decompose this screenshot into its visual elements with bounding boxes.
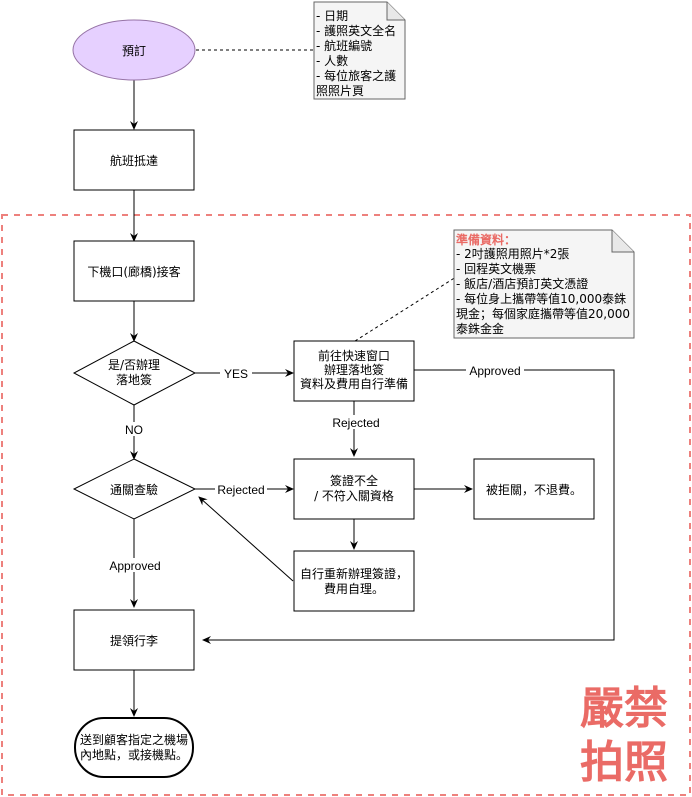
node-reapply-line-1: 費用自理。 bbox=[324, 581, 384, 596]
note-booking-line-1: - 護照英文全名 bbox=[316, 23, 396, 38]
node-drop-off-line-0: 送到顧客指定之機場 bbox=[80, 732, 188, 747]
node-visa-incomplete-line-1: / 不符入關資格 bbox=[314, 488, 394, 503]
node-drop-off[interactable]: 送到顧客指定之機場 內地點，或接機點。 bbox=[74, 717, 194, 778]
note-prepare-line-0: - 2吋護照用照片*2張 bbox=[456, 246, 569, 261]
edge-label-no: NO bbox=[125, 423, 143, 437]
note-prepare-docs-title: 準備資料： bbox=[456, 232, 516, 247]
note-booking-info: - 日期 - 護照英文全名 - 航班編號 - 人數 - 每位旅客之護 照照片頁 bbox=[313, 1, 406, 100]
note-prepare-docs: 準備資料： - 2吋護照用照片*2張 - 回程英文機票 - 飯店/酒店預訂英文憑… bbox=[453, 229, 635, 339]
edge-label-approved-customs: Approved bbox=[109, 559, 160, 573]
note-prepare-line-4: 現金；每個家庭攜帶等值20,000 bbox=[456, 306, 630, 321]
edge-reapply-to-customs bbox=[198, 496, 294, 582]
node-reapply-line-0: 自行重新辦理簽證， bbox=[300, 566, 408, 581]
node-booking[interactable]: 預訂 bbox=[72, 19, 196, 81]
note-prepare-line-1: - 回程英文機票 bbox=[456, 261, 536, 276]
note-booking-line-2: - 航班編號 bbox=[316, 38, 372, 53]
edge-labels: YES NO Approved Rejected Rejected Approv… bbox=[106, 363, 524, 573]
note-prepare-line-2: - 飯店/酒店預訂英文憑證 bbox=[456, 276, 588, 291]
node-reapply-visa[interactable]: 自行重新辦理簽證， 費用自理。 bbox=[293, 550, 415, 612]
node-visa-decision-line-0: 是/否辦理 bbox=[108, 358, 160, 372]
note-booking-line-5: 照照片頁 bbox=[316, 84, 364, 98]
node-denied-entry-label: 被拒關，不退費。 bbox=[486, 482, 582, 497]
node-denied-entry[interactable]: 被拒關，不退費。 bbox=[473, 458, 595, 520]
node-flight-arrival[interactable]: 航班抵達 bbox=[73, 129, 195, 191]
note-prepare-line-5: 泰銖金金 bbox=[456, 321, 504, 336]
node-visa-decision[interactable]: 是/否辦理 落地簽 bbox=[72, 340, 197, 406]
node-customs-check[interactable]: 通關查驗 bbox=[72, 458, 197, 520]
node-fast-lane-line-0: 前往快速窗口 bbox=[318, 348, 390, 363]
node-visa-incomplete-line-0: 簽證不全 bbox=[330, 473, 378, 488]
watermark-line-0: 嚴禁 bbox=[580, 683, 668, 734]
node-gate-pickup[interactable]: 下機口(廊橋)接客 bbox=[73, 240, 195, 302]
node-flight-arrival-label: 航班抵達 bbox=[110, 153, 158, 168]
edge-label-rejected-customs: Rejected bbox=[217, 483, 264, 497]
note-booking-line-0: - 日期 bbox=[316, 9, 348, 23]
edge-label-rejected-fastlane: Rejected bbox=[332, 416, 379, 430]
node-baggage-claim-label: 提領行李 bbox=[110, 633, 158, 648]
edge-label-approved-fastlane: Approved bbox=[469, 364, 520, 378]
node-drop-off-line-1: 內地點，或接機點。 bbox=[80, 747, 188, 762]
node-fast-lane[interactable]: 前往快速窗口 辦理落地簽 資料及費用自行準備 bbox=[293, 340, 415, 402]
note-booking-line-3: - 人數 bbox=[316, 54, 348, 68]
note-booking-line-4: - 每位旅客之護 bbox=[316, 68, 396, 83]
node-visa-incomplete[interactable]: 簽證不全 / 不符入關資格 bbox=[293, 458, 415, 520]
node-visa-decision-line-1: 落地簽 bbox=[116, 373, 152, 387]
watermark-line-1: 拍照 bbox=[580, 737, 668, 788]
node-gate-pickup-label: 下機口(廊橋)接客 bbox=[87, 264, 180, 279]
restricted-area-region bbox=[1, 214, 691, 796]
edge-note-to-fastlane bbox=[354, 276, 457, 342]
edge-label-yes: YES bbox=[224, 367, 248, 381]
node-fast-lane-line-1: 辦理落地簽 bbox=[324, 363, 384, 377]
node-fast-lane-line-2: 資料及費用自行準備 bbox=[300, 376, 408, 391]
node-baggage-claim[interactable]: 提領行李 bbox=[73, 609, 195, 671]
no-photography-watermark: 嚴禁 拍照 bbox=[580, 683, 668, 788]
node-booking-label: 預訂 bbox=[122, 43, 146, 58]
note-prepare-line-3: - 每位身上攜帶等值10,000泰銖 bbox=[456, 291, 626, 306]
node-customs-check-label: 通關查驗 bbox=[110, 483, 158, 497]
